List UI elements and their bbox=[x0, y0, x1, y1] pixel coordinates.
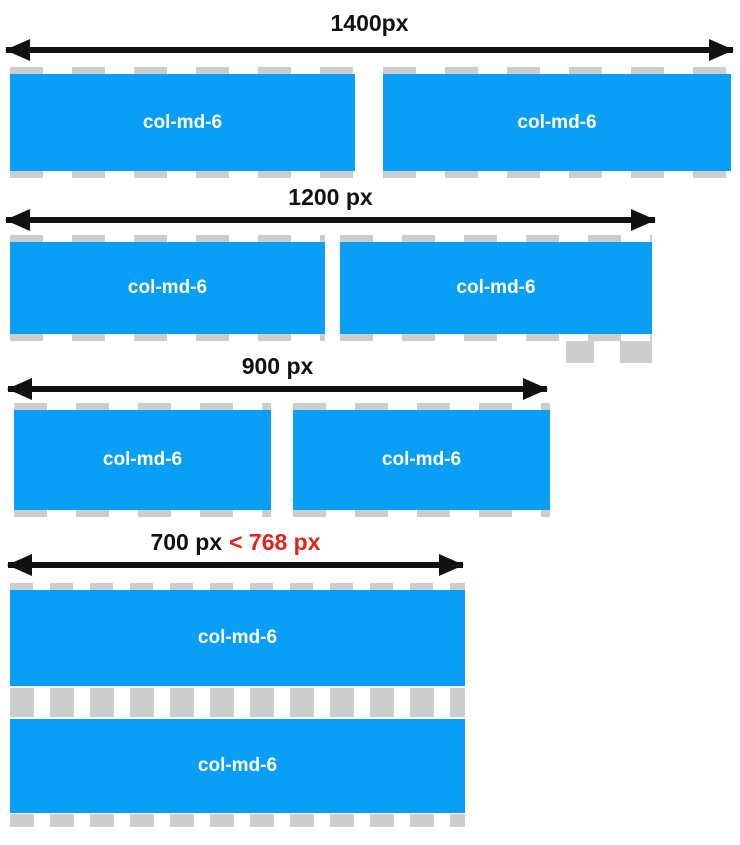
viewport-width-label: 700 px< 768 px bbox=[8, 529, 463, 555]
arrow-head-right-icon bbox=[631, 209, 656, 231]
viewport-width-label: 1400px bbox=[6, 10, 733, 36]
arrow-head-right-icon bbox=[709, 39, 734, 61]
col-box-label: col-md-6 bbox=[102, 449, 183, 470]
col-box-label: col-md-6 bbox=[381, 449, 462, 470]
grid-gutter-strip bbox=[10, 688, 465, 717]
col-md-6-box: col-md-6 bbox=[340, 235, 652, 341]
col-md-6-box: col-md-6 bbox=[293, 403, 550, 517]
grid-overflow-block bbox=[620, 341, 652, 363]
arrow-head-left-icon bbox=[7, 554, 32, 576]
arrow-head-left-icon bbox=[5, 39, 30, 61]
viewport-width-value: 900 px bbox=[241, 353, 314, 379]
arrow-head-left-icon bbox=[7, 378, 32, 400]
viewport-width-label: 900 px bbox=[8, 353, 547, 379]
col-box-label: col-md-6 bbox=[517, 111, 597, 133]
measure-arrow bbox=[7, 378, 548, 400]
viewport-width-value: 1400px bbox=[330, 10, 409, 36]
arrow-head-right-icon bbox=[439, 554, 464, 576]
col-md-6-box: col-md-6 bbox=[10, 67, 355, 178]
viewport-width-warning: < 768 px bbox=[229, 529, 321, 555]
measure-arrow bbox=[5, 39, 734, 61]
measure-arrow bbox=[5, 209, 656, 231]
viewport-width-label: 1200 px bbox=[6, 184, 655, 210]
arrow-head-right-icon bbox=[523, 378, 548, 400]
col-md-6-box: col-md-6 bbox=[10, 583, 465, 686]
grid-gutter-strip bbox=[10, 814, 465, 827]
col-md-6-box: col-md-6 bbox=[10, 235, 325, 341]
viewport-width-value: 700 px bbox=[150, 529, 223, 555]
col-box-label: col-md-6 bbox=[197, 755, 278, 776]
col-md-6-box: col-md-6 bbox=[14, 403, 271, 517]
arrow-head-left-icon bbox=[5, 209, 30, 231]
col-box-label: col-md-6 bbox=[197, 627, 278, 648]
grid-overflow-block bbox=[566, 341, 594, 363]
viewport-width-value: 1200 px bbox=[288, 184, 373, 210]
measure-arrow bbox=[7, 554, 464, 576]
col-box-label: col-md-6 bbox=[127, 277, 208, 298]
col-md-6-box: col-md-6 bbox=[10, 719, 465, 813]
col-box-label: col-md-6 bbox=[456, 277, 536, 298]
col-box-label: col-md-6 bbox=[142, 111, 223, 133]
col-md-6-box: col-md-6 bbox=[383, 67, 731, 178]
